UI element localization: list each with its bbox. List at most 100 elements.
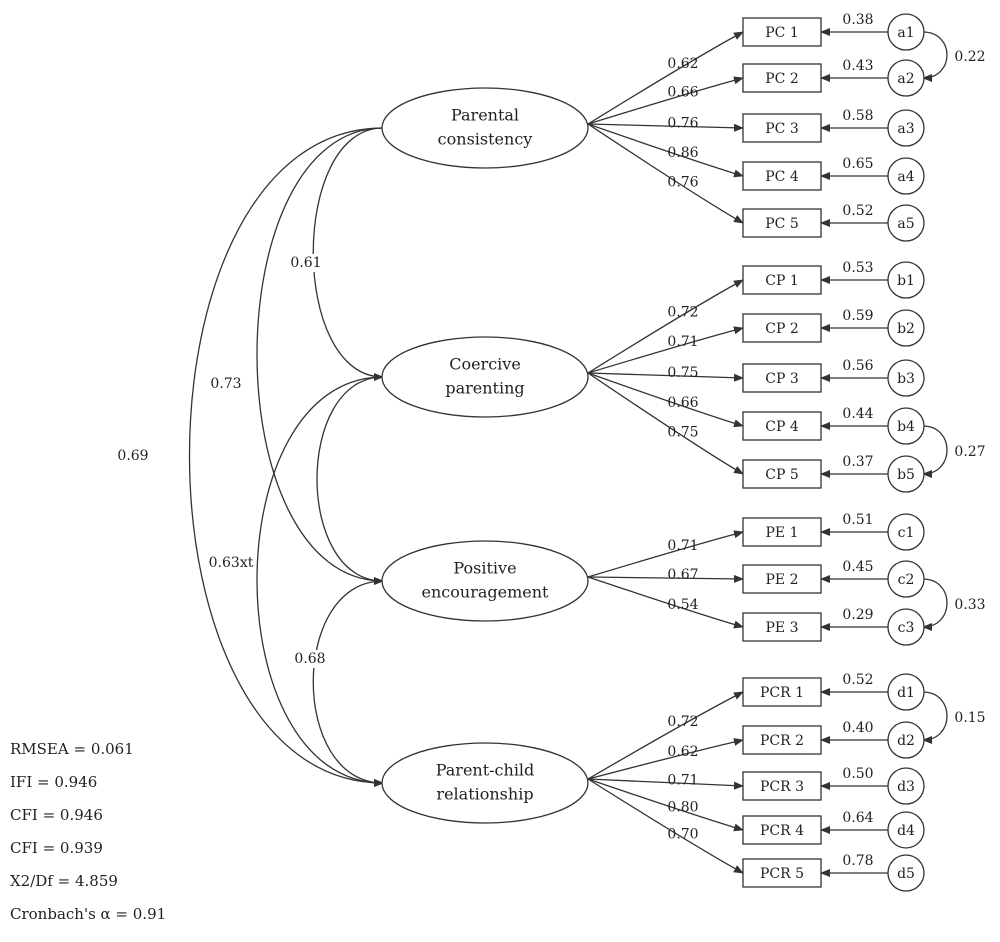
error-term-d5 (887, 854, 925, 892)
indicator-label-pc-4: PC 4 (765, 169, 799, 185)
error-term-b2 (887, 309, 925, 347)
loading-arrow-pcr-5 (587, 778, 744, 874)
error-term-a1 (887, 13, 925, 51)
loading-value-pcr-4: 0.80 (667, 800, 698, 816)
loading-value-pcr-1: 0.72 (667, 714, 698, 730)
error-covariance-value-d1-d2: 0.15 (954, 710, 985, 726)
error-term-d3 (887, 767, 925, 805)
error-label-a2: a2 (897, 71, 914, 87)
indicator-box-pcr-4 (742, 815, 822, 845)
error-label-d4: d4 (897, 823, 915, 839)
error-label-a4: a4 (897, 169, 914, 185)
latent-ellipse-pc (381, 87, 589, 169)
latent-label-cp: parenting (445, 379, 524, 398)
latent-correlation-value-pc-pcr: 0.69 (117, 448, 148, 464)
loading-value-pc-4: 0.86 (667, 145, 698, 161)
loading-value-cp-2: 0.71 (667, 334, 698, 350)
error-term-c2 (887, 560, 925, 598)
error-label-b1: b1 (897, 273, 915, 289)
error-label-a3: a3 (897, 121, 914, 137)
error-term-a2 (887, 59, 925, 97)
loading-value-cp-5: 0.75 (667, 425, 698, 441)
fit-index: X2/Df = 4.859 (10, 872, 118, 890)
indicator-label-pcr-5: PCR 5 (760, 866, 804, 882)
loading-value-pe-3: 0.54 (667, 597, 698, 613)
error-term-d4 (887, 811, 925, 849)
indicator-label-cp-2: CP 2 (765, 321, 799, 337)
error-variance-a5: 0.52 (842, 203, 873, 219)
correlation-label-bg (290, 650, 330, 668)
error-variance-c1: 0.51 (842, 512, 873, 528)
loading-value-pc-3: 0.76 (667, 115, 698, 131)
indicator-box-pc-1 (742, 17, 822, 47)
latent-label-pe: encouragement (422, 583, 550, 602)
loading-arrow-pc-3 (587, 123, 744, 132)
fit-index: CFI = 0.946 (10, 806, 103, 824)
indicator-label-pc-2: PC 2 (765, 71, 799, 87)
error-variance-d2: 0.40 (842, 720, 873, 736)
loading-value-pcr-3: 0.71 (667, 772, 698, 788)
error-variance-b4: 0.44 (842, 406, 873, 422)
indicator-box-pc-4 (742, 161, 822, 191)
correlation-label-bg (211, 554, 251, 572)
indicator-label-pcr-4: PCR 4 (760, 823, 804, 839)
loading-arrow-pc-4 (587, 123, 744, 178)
error-covariance-value-b4-b5: 0.27 (954, 444, 985, 460)
fit-index: RMSEA = 0.061 (10, 740, 134, 758)
loading-arrow-cp-1 (587, 279, 744, 374)
indicator-label-pc-3: PC 3 (765, 121, 799, 137)
loading-value-pc-1: 0.62 (667, 56, 698, 72)
indicator-box-pcr-1 (742, 677, 822, 707)
indicator-box-pe-2 (742, 564, 822, 594)
indicator-box-pc-3 (742, 113, 822, 143)
latent-correlation-pc-pcr (189, 123, 393, 787)
error-label-b2: b2 (897, 321, 915, 337)
loading-arrow-pe-2 (587, 574, 744, 583)
indicator-label-pe-1: PE 1 (766, 525, 799, 541)
error-covariance-d1-d2 (913, 687, 948, 744)
correlation-label-bg (206, 375, 246, 393)
indicator-label-cp-1: CP 1 (765, 273, 799, 289)
latent-correlation-pc-cp (312, 123, 393, 381)
error-term-d2 (887, 721, 925, 759)
loading-value-pc-5: 0.76 (667, 174, 698, 190)
error-label-b4: b4 (897, 419, 915, 435)
latent-correlation-pe-pcr (312, 576, 393, 787)
loading-value-pc-2: 0.66 (667, 84, 698, 100)
indicator-label-pcr-1: PCR 1 (760, 685, 804, 701)
error-term-c1 (887, 513, 925, 551)
error-variance-c3: 0.29 (842, 607, 873, 623)
latent-label-pc: consistency (438, 130, 533, 149)
latent-label-pe: Positive (453, 559, 516, 578)
error-variance-d3: 0.50 (842, 766, 873, 782)
loading-value-cp-1: 0.72 (667, 304, 698, 320)
error-label-d3: d3 (897, 779, 915, 795)
indicator-box-pe-3 (742, 612, 822, 642)
error-variance-b5: 0.37 (842, 454, 873, 470)
error-variance-a3: 0.58 (842, 108, 873, 124)
indicator-box-pc-5 (742, 208, 822, 238)
error-term-c3 (887, 608, 925, 646)
error-term-b1 (887, 261, 925, 299)
loading-arrow-pc-2 (587, 76, 744, 125)
indicator-label-pe-3: PE 3 (766, 620, 799, 636)
indicator-label-pc-1: PC 1 (765, 25, 799, 41)
latent-label-pc: Parental (451, 106, 519, 125)
error-label-d2: d2 (897, 733, 915, 749)
loading-arrow-cp-2 (587, 326, 744, 374)
loading-value-pcr-5: 0.70 (667, 826, 698, 842)
latent-ellipse-pcr (381, 742, 589, 824)
error-label-a1: a1 (897, 25, 914, 41)
indicator-box-pcr-5 (742, 858, 822, 888)
error-label-a5: a5 (897, 216, 914, 232)
error-label-b3: b3 (897, 371, 915, 387)
error-label-c2: c2 (898, 572, 915, 588)
indicator-box-cp-4 (742, 411, 822, 441)
loading-arrow-pe-1 (587, 530, 744, 578)
correlation-label-bg (113, 447, 153, 465)
latent-correlation-cp-pe (316, 372, 393, 585)
loading-value-cp-3: 0.75 (667, 365, 698, 381)
latent-ellipse-pe (381, 540, 589, 622)
latent-correlation-value-pc-pe: 0.73 (210, 376, 241, 392)
